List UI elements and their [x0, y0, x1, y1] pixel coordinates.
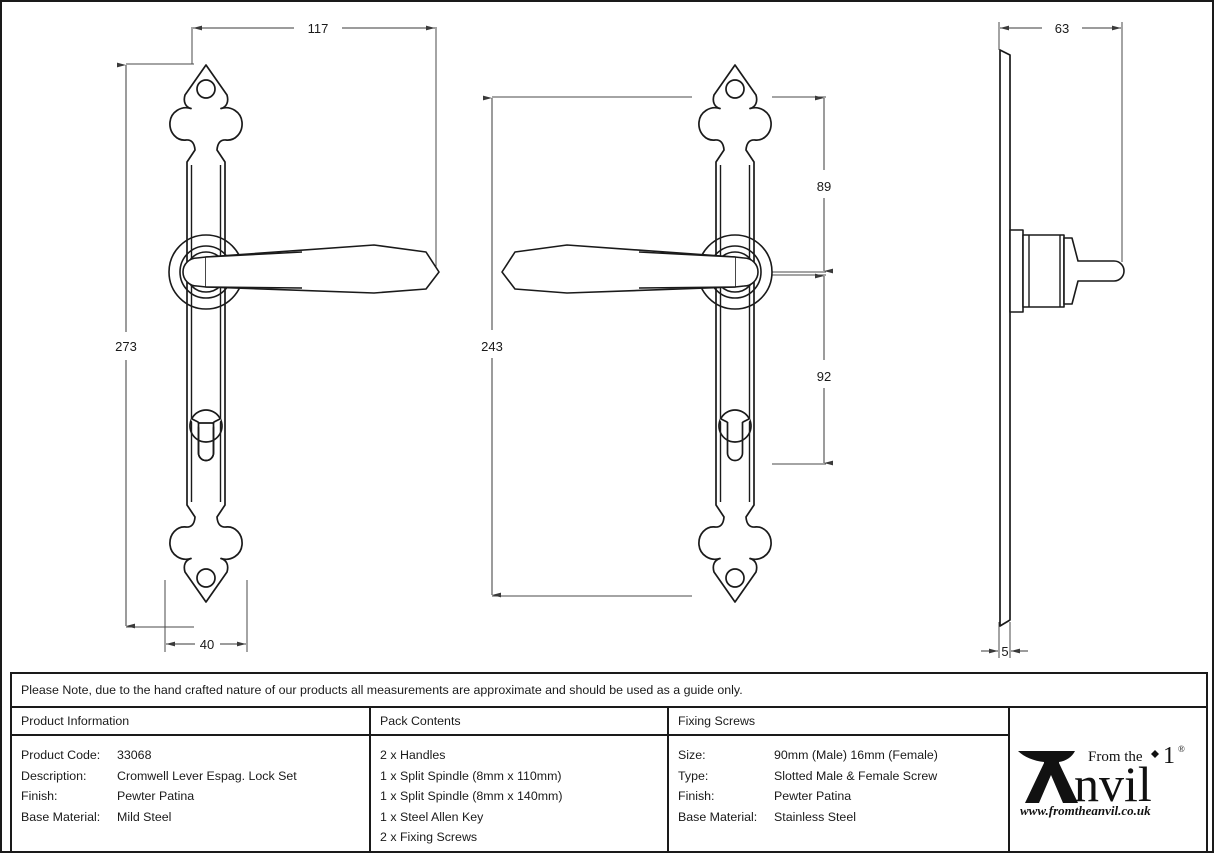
product-code-value: 33068	[117, 748, 152, 762]
screw-base-material-key: Base Material:	[678, 809, 758, 824]
list-item: 1 x Split Spindle (8mm x 110mm)	[380, 768, 562, 783]
column-pack-contents: Pack Contents 2 x Handles 1 x Split Spin…	[371, 708, 669, 851]
measurement-note-row: Please Note, due to the hand crafted nat…	[10, 672, 1208, 708]
screw-base-material-value: Stainless Steel	[774, 809, 856, 824]
fixing-screws-header-text: Fixing Screws	[678, 714, 756, 728]
dimension-92-label: 92	[817, 369, 831, 384]
dimension-63-label: 63	[1055, 21, 1069, 36]
table-row: Description: Cromwell Lever Espag. Lock …	[21, 766, 369, 787]
dimension-243: 243	[481, 95, 692, 598]
dimension-5-label: 5	[1001, 644, 1008, 659]
side-rose-and-lever	[1009, 229, 1125, 313]
dimension-273-label: 273	[115, 339, 137, 354]
information-table: Please Note, due to the hand crafted nat…	[2, 670, 1212, 851]
product-information-header-text: Product Information	[21, 714, 130, 728]
screw-finish-value: Pewter Patina	[774, 789, 852, 804]
dimension-89: 89	[772, 95, 833, 274]
rear-backplate	[698, 64, 772, 603]
description-key: Description:	[21, 768, 87, 783]
dimension-63: 63	[998, 21, 1123, 262]
list-item: 2 x Fixing Screws	[380, 830, 478, 845]
table-row: Product Code: 33068	[21, 745, 369, 766]
finish-key: Finish:	[21, 789, 58, 804]
column-brand-logo: From the 1 ® nvil www.fromtheanvil.co.uk	[1010, 708, 1206, 851]
logo-numeral-text: 1	[1163, 743, 1175, 769]
column-product-information: Product Information Product Code: 33068 …	[12, 708, 371, 851]
dimension-92: 92	[772, 273, 833, 466]
fixing-screws-body: Size: 90mm (Male) 16mm (Female) Type: Sl…	[669, 736, 1008, 827]
table-row: Finish: Pewter Patina	[21, 786, 369, 807]
logo-brand-text: nvil	[1074, 756, 1152, 812]
base-material-value: Mild Steel	[117, 809, 172, 824]
screw-type-key: Type:	[678, 768, 709, 783]
table-row: Type: Slotted Male & Female Screw	[678, 766, 1008, 787]
fixing-screws-header: Fixing Screws	[669, 708, 1008, 736]
front-view-group: 117 273 40	[115, 21, 440, 652]
dimension-117: 117	[191, 21, 437, 272]
rear-view-group: 243 89 92	[481, 64, 833, 603]
base-material-key: Base Material:	[21, 809, 101, 824]
list-item: 1 x Split Spindle (8mm x 140mm)	[380, 789, 563, 804]
table-row: Base Material: Stainless Steel	[678, 807, 1008, 828]
dimension-5: 5	[981, 622, 1028, 659]
table-row: Size: 90mm (Male) 16mm (Female)	[678, 745, 1008, 766]
side-backplate-edge	[999, 49, 1011, 627]
dimension-243-label: 243	[481, 339, 503, 354]
side-view-group: 63 5	[981, 21, 1125, 659]
pack-contents-header: Pack Contents	[371, 708, 667, 736]
registered-trademark-icon: ®	[1178, 744, 1185, 754]
list-item: 1 x Steel Allen Key	[380, 809, 484, 824]
table-row: Base Material: Mild Steel	[21, 807, 369, 828]
front-lever-assembly	[168, 234, 440, 310]
logo-url-text: www.fromtheanvil.co.uk	[1020, 803, 1151, 818]
screw-finish-key: Finish:	[678, 789, 715, 804]
description-value: Cromwell Lever Espag. Lock Set	[117, 768, 297, 783]
screw-size-key: Size:	[678, 748, 706, 762]
drawing-area: 117 273 40	[2, 2, 1212, 672]
dimension-40-label: 40	[200, 637, 214, 652]
rear-lever-assembly	[501, 234, 773, 310]
screw-type-value: Slotted Male & Female Screw	[774, 768, 938, 783]
dimension-273: 273	[115, 62, 194, 629]
dimension-117-label: 117	[308, 21, 329, 36]
product-code-key: Product Code:	[21, 748, 101, 762]
measurement-note-text: Please Note, due to the hand crafted nat…	[21, 683, 743, 697]
pack-contents-body: 2 x Handles 1 x Split Spindle (8mm x 110…	[371, 736, 667, 848]
product-information-header: Product Information	[12, 708, 369, 736]
table-columns: Product Information Product Code: 33068 …	[10, 708, 1208, 851]
logo-from-the-text: From the	[1088, 749, 1143, 765]
front-backplate	[169, 64, 243, 603]
table-row: Finish: Pewter Patina	[678, 786, 1008, 807]
column-fixing-screws: Fixing Screws Size: 90mm (Male) 16mm (Fe…	[669, 708, 1010, 851]
diamond-icon	[1151, 749, 1159, 758]
list-item: 2 x Handles	[380, 748, 446, 762]
finish-value: Pewter Patina	[117, 789, 195, 804]
dimension-40: 40	[164, 580, 248, 652]
from-the-anvil-logo: From the 1 ® nvil www.fromtheanvil.co.uk	[1012, 741, 1204, 819]
dimension-89-label: 89	[817, 179, 831, 194]
product-information-body: Product Code: 33068 Description: Cromwel…	[12, 736, 369, 827]
screw-size-value: 90mm (Male) 16mm (Female)	[774, 748, 938, 762]
pack-contents-header-text: Pack Contents	[380, 714, 461, 728]
anvil-icon	[1018, 750, 1078, 803]
